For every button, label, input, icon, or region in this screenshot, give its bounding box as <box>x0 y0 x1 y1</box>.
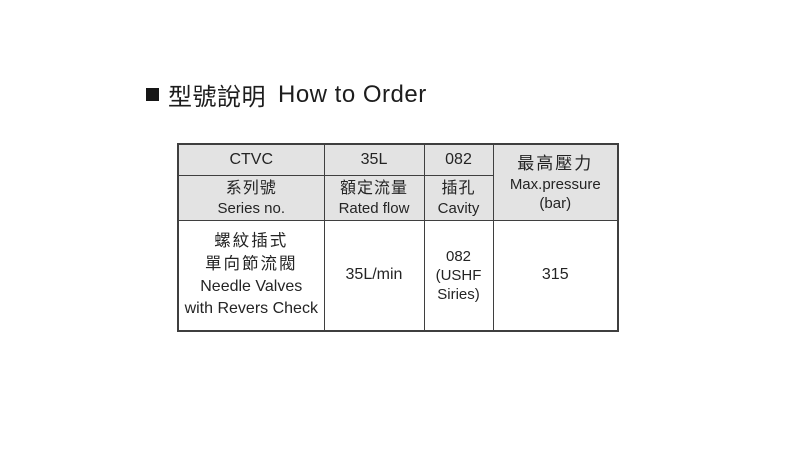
section-title: 型號說明 How to Order <box>146 77 427 112</box>
rated-flow-header-cjk: 額定流量 <box>339 179 408 197</box>
model-code-row: CTVC 35L 082 最高壓力 Max.pressure (bar) <box>177 143 619 221</box>
section-title-cjk: 型號說明 <box>168 84 266 111</box>
series-no-header-cell: 系列號 Series no. <box>177 174 325 221</box>
model-code-cavity: 082 <box>423 143 494 176</box>
product-name-en-1: Needle Valves <box>200 278 303 296</box>
rated-flow-header-cell: 額定流量 Rated flow <box>323 174 425 221</box>
product-data-row: 螺紋插式 單向節流閥 Needle Valves with Revers Che… <box>177 219 619 332</box>
max-pressure-value-cell: 315 <box>492 219 619 332</box>
how-to-order-table: CTVC 35L 082 最高壓力 Max.pressure (bar) 系列號… <box>177 143 619 332</box>
product-name-cjk-1: 螺紋插式 <box>214 232 289 251</box>
cavity-value-line1: 082 <box>445 247 472 265</box>
rated-flow-value-cell: 35L/min <box>323 219 425 332</box>
series-no-header-en: Series no. <box>217 199 286 217</box>
cavity-value-cell: 082 (USHF Siries) <box>423 219 494 332</box>
max-pressure-header-unit: (bar) <box>539 194 572 212</box>
product-name-cell: 螺紋插式 單向節流閥 Needle Valves with Revers Che… <box>177 219 325 332</box>
product-name-en-2: with Revers Check <box>184 300 318 318</box>
max-pressure-header-cjk: 最高壓力 <box>517 153 594 173</box>
cavity-header-en: Cavity <box>437 199 480 217</box>
model-code-series: CTVC <box>177 143 325 176</box>
cavity-header-cell: 插孔 Cavity <box>423 174 494 221</box>
product-name-cjk-2: 單向節流閥 <box>205 255 298 274</box>
column-header-row: 系列號 Series no. 額定流量 Rated flow 插孔 Cavity <box>177 174 618 221</box>
max-pressure-header-cell: 最高壓力 Max.pressure (bar) <box>492 143 619 221</box>
square-bullet-icon <box>146 88 159 101</box>
section-title-en: How to Order <box>278 80 427 108</box>
rated-flow-header-en: Rated flow <box>338 199 410 217</box>
cavity-header-cjk: 插孔 <box>441 179 476 197</box>
model-code-flow: 35L <box>323 143 425 176</box>
cavity-value-line3: Siries) <box>437 285 480 303</box>
cavity-value-line2: (USHF <box>435 266 482 284</box>
max-pressure-header-en: Max.pressure <box>509 175 601 193</box>
series-no-header-cjk: 系列號 <box>225 179 277 197</box>
